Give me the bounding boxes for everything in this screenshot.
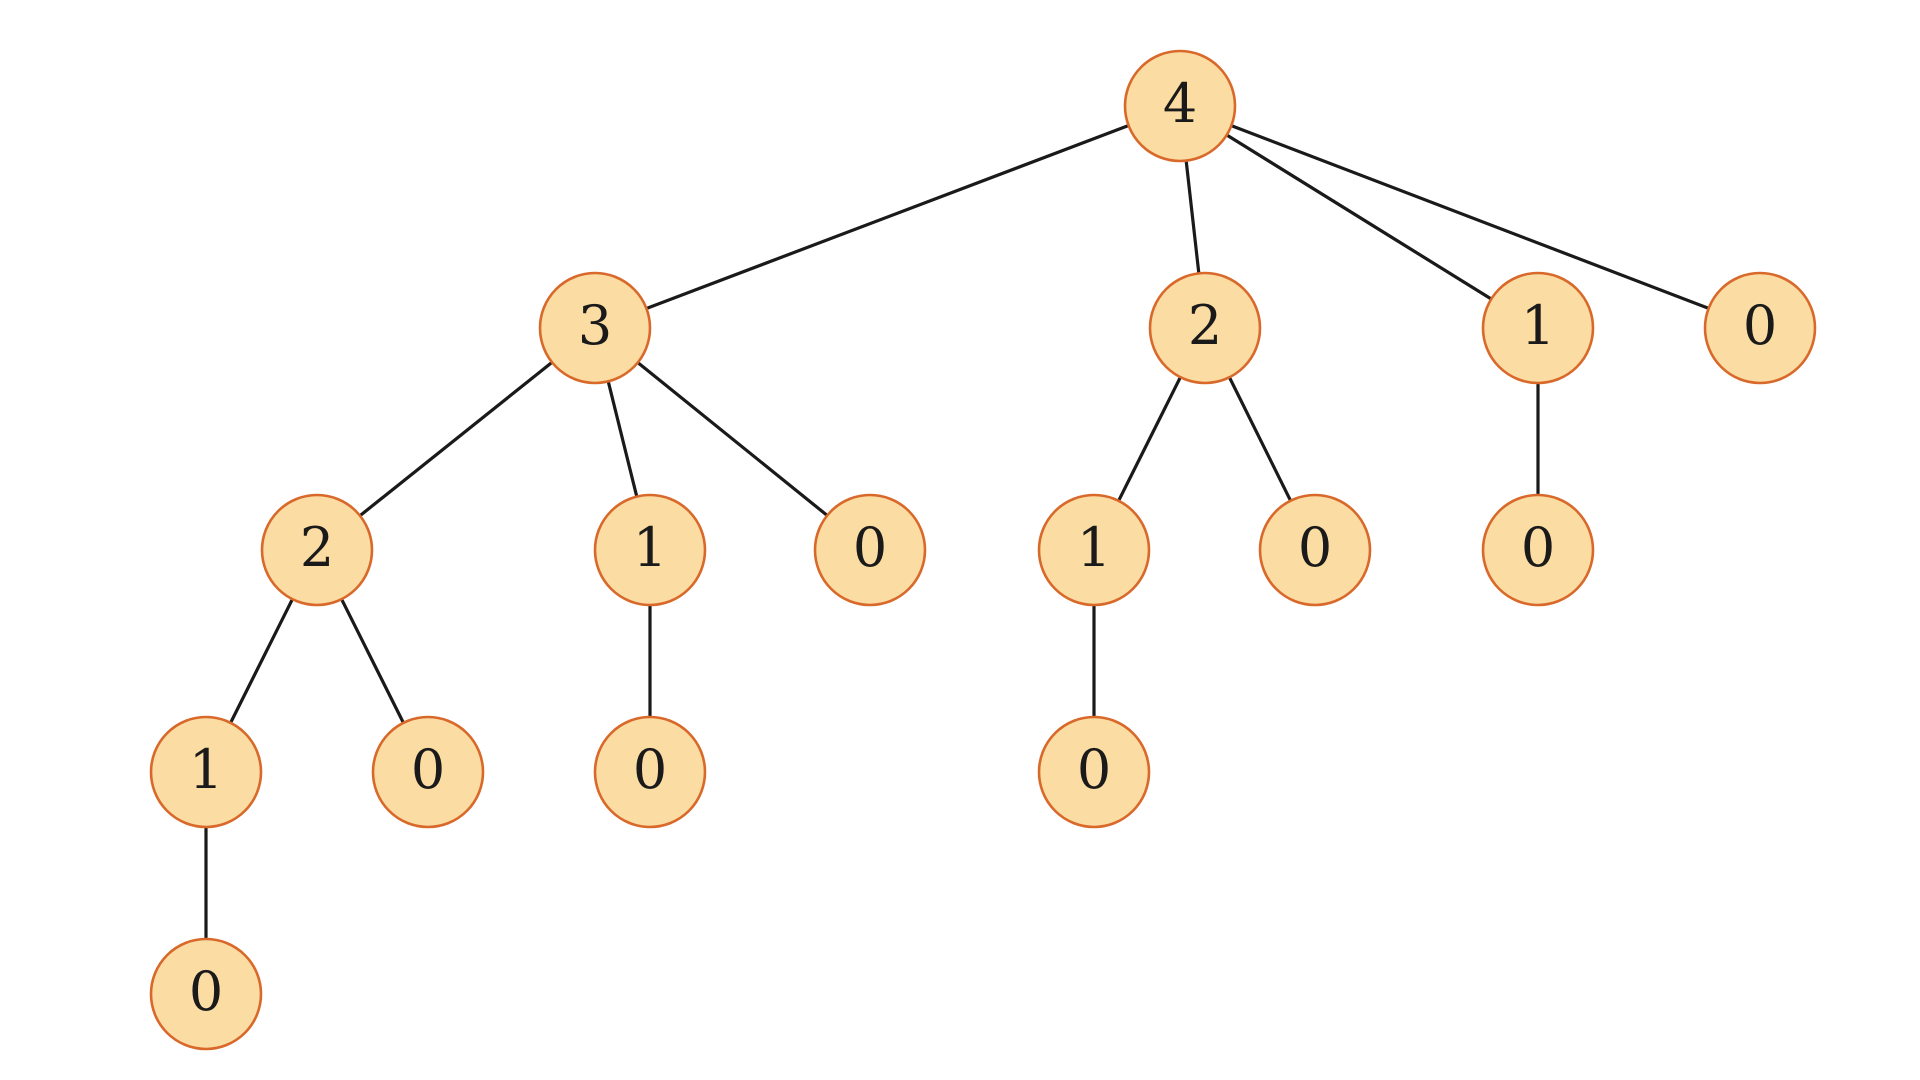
tree-edge-n1-n5	[316, 326, 596, 552]
nodes-layer: 4 3 2 1 0 2 1 0 1 0 0 1 0 0 0 0	[149, 49, 1817, 1051]
node-label: 4	[1163, 72, 1197, 135]
node-label: 0	[411, 738, 445, 801]
tree-node: 0	[1258, 493, 1372, 607]
node-label: 1	[633, 516, 667, 579]
tree-node: 3	[538, 271, 652, 385]
tree-node: 0	[1481, 493, 1595, 607]
tree-node: 0	[813, 493, 927, 607]
node-circle	[538, 271, 652, 385]
node-label: 0	[1298, 516, 1332, 579]
node-circle	[371, 715, 485, 829]
tree-node: 2	[1148, 271, 1262, 385]
node-label: 1	[1521, 294, 1555, 357]
tree-edge-n0-n3	[1179, 104, 1539, 330]
tree-node: 0	[149, 937, 263, 1051]
node-label: 0	[1521, 516, 1555, 579]
node-circle	[593, 715, 707, 829]
tree-node: 4	[1123, 49, 1237, 163]
node-circle	[813, 493, 927, 607]
node-label: 3	[578, 294, 612, 357]
node-label: 1	[189, 738, 223, 801]
node-circle	[1037, 715, 1151, 829]
tree-edge-n0-n4	[1179, 104, 1761, 330]
node-circle	[1148, 271, 1262, 385]
node-circle	[1481, 271, 1595, 385]
node-circle	[260, 493, 374, 607]
node-circle	[593, 493, 707, 607]
node-label: 0	[1743, 294, 1777, 357]
tree-node: 0	[1703, 271, 1817, 385]
node-circle	[1481, 493, 1595, 607]
node-label: 0	[1077, 738, 1111, 801]
tree-node: 1	[1481, 271, 1595, 385]
node-circle	[149, 715, 263, 829]
tree-node: 2	[260, 493, 374, 607]
tree-node: 1	[593, 493, 707, 607]
node-label: 2	[1188, 294, 1222, 357]
tree-edge-n1-n7	[593, 326, 872, 552]
node-circle	[149, 937, 263, 1051]
node-label: 2	[300, 516, 334, 579]
node-circle	[1258, 493, 1372, 607]
node-label: 1	[1077, 516, 1111, 579]
tree-node: 0	[1037, 715, 1151, 829]
tree-node: 1	[149, 715, 263, 829]
node-circle	[1123, 49, 1237, 163]
node-circle	[1037, 493, 1151, 607]
node-label: 0	[189, 960, 223, 1023]
tree-node: 0	[371, 715, 485, 829]
node-circle	[1703, 271, 1817, 385]
node-label: 0	[633, 738, 667, 801]
node-label: 0	[853, 516, 887, 579]
tree-node: 0	[593, 715, 707, 829]
tree-edge-n0-n1	[594, 104, 1181, 330]
tree-node: 1	[1037, 493, 1151, 607]
